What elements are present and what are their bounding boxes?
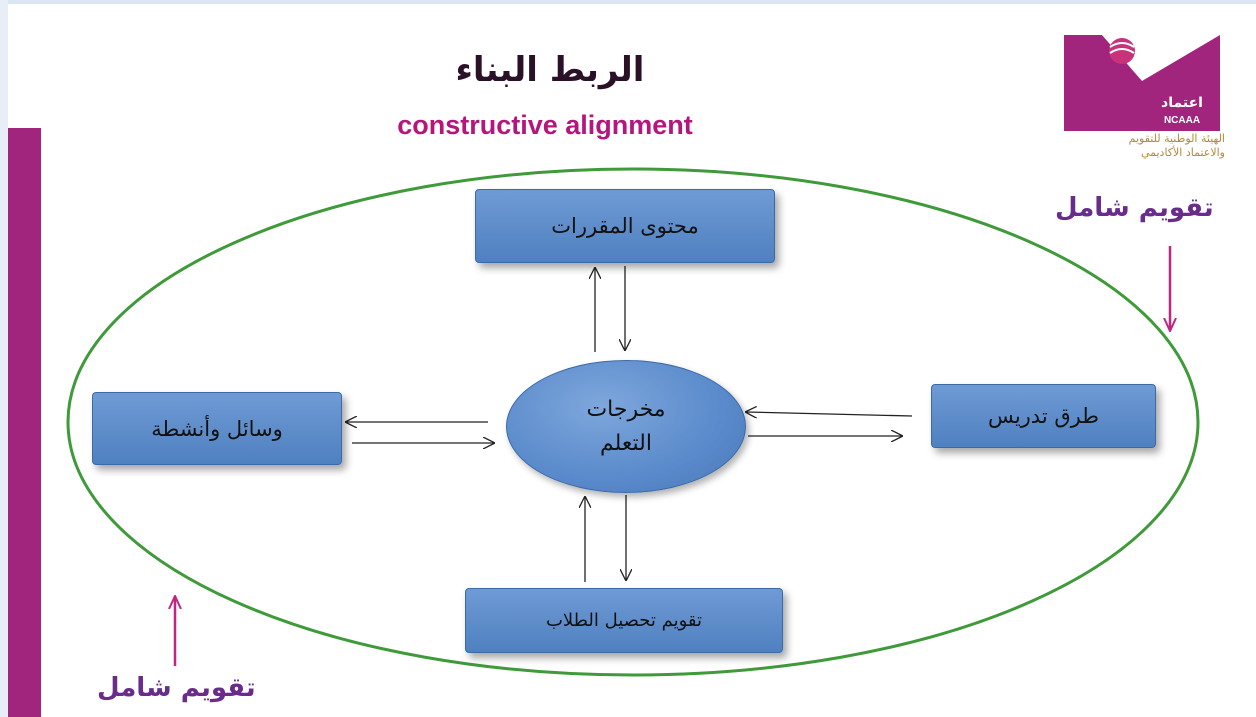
holistic-assessment-ellipse [66,167,1200,677]
holistic-assessment-label-right: تقويم شامل [1055,193,1214,223]
magenta-side-bar [8,128,41,717]
logo-mark-text: اعتماد [1161,95,1203,111]
logo-caption-line-2: والاعتماد الأكاديمي [1140,146,1225,159]
node-student-assessment: تقويم تحصيل الطلاب [465,588,783,653]
slide-left-border [0,0,8,717]
logo-shape-icon [1064,35,1220,131]
ncaaa-logo: اعتماد NCAAA [1064,35,1220,131]
node-course-content: محتوى المقررات [475,189,775,263]
holistic-assessment-label-left: تقويم شامل [97,673,256,703]
logo-caption: الهيئة الوطنية للتقويم والاعتماد الأكادي… [1045,132,1225,160]
node-learning-outcomes: مخرجات التعلم [506,360,746,493]
slide-top-border [0,0,1256,4]
title-english: constructive alignment [397,110,693,140]
logo-caption-line-1: الهيئة الوطنية للتقويم [1128,132,1225,145]
learning-outcomes-line-2: التعلم [600,430,652,456]
logo-abbrev: NCAAA [1164,115,1200,126]
node-teaching-methods: طرق تدريس [931,384,1156,448]
node-means-activities: وسائل وأنشطة [92,392,342,465]
arrow-teaching-to-center [746,412,913,416]
learning-outcomes-line-1: مخرجات [586,396,666,422]
title-arabic: الربط البناء [455,50,645,90]
